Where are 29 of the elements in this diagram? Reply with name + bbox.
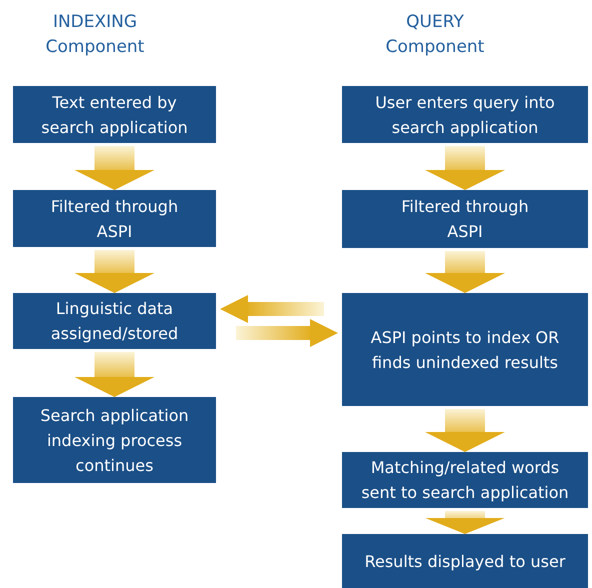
arrow	[74, 352, 154, 397]
arrow	[74, 250, 154, 293]
arrow	[425, 511, 505, 534]
process-box	[342, 293, 588, 406]
step-text: Matching/related words sent to search application	[360, 457, 570, 504]
column-heading: INDEXING Component	[44, 11, 146, 59]
step-text: Text entered by search application	[40, 92, 189, 138]
step-text: Filtered through ASPI	[400, 196, 530, 243]
process-box	[342, 452, 588, 508]
step-text: Linguistic data assigned/stored	[50, 298, 180, 345]
arrow	[74, 146, 154, 190]
arrow	[220, 295, 324, 323]
process-box	[13, 293, 216, 349]
process-box	[13, 190, 216, 247]
arrow	[425, 251, 505, 293]
step-text: Results displayed to user	[364, 550, 566, 572]
step-text: User enters query into search application	[374, 92, 556, 138]
arrow	[425, 146, 505, 190]
step-text: ASPI points to index OR finds unindexed results	[370, 326, 560, 374]
process-box	[342, 86, 588, 143]
process-box	[13, 397, 216, 483]
process-box	[13, 86, 216, 143]
process-box	[342, 190, 588, 248]
step-text: Filtered through ASPI	[50, 196, 180, 242]
process-box	[342, 534, 588, 588]
arrow	[425, 409, 505, 452]
arrow	[236, 319, 338, 347]
column-heading: QUERY Component	[384, 11, 486, 59]
step-text: Search application indexing process continues	[39, 404, 190, 476]
